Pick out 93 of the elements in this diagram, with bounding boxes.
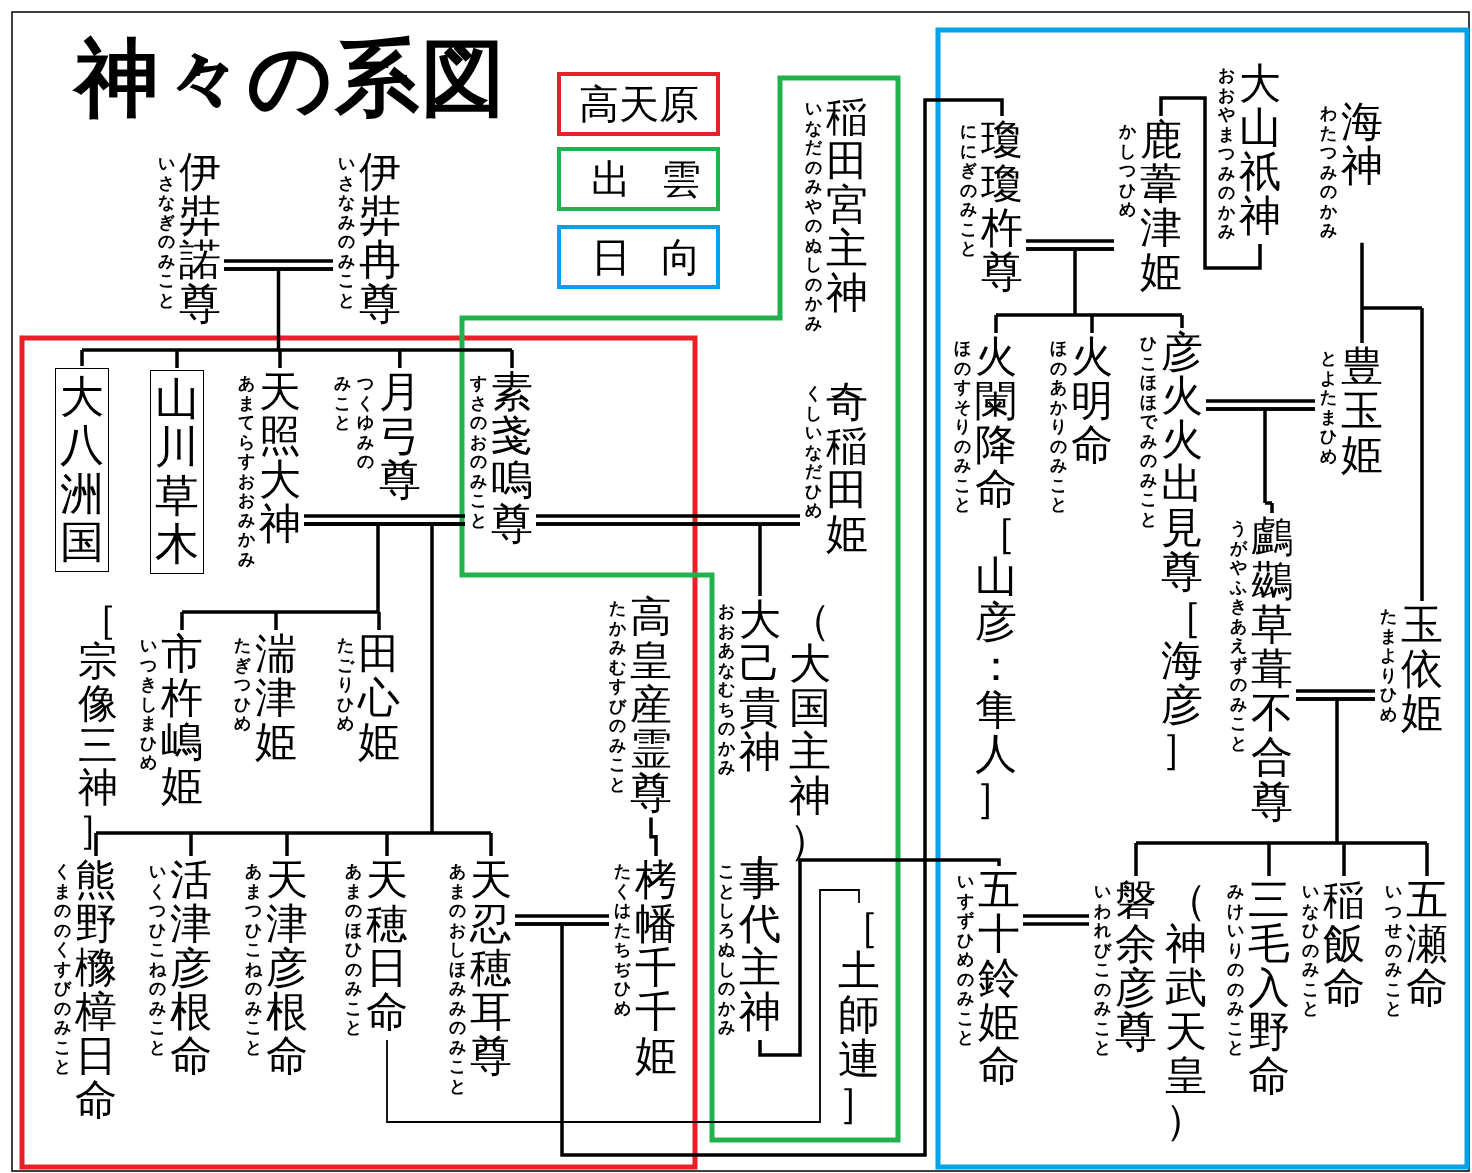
- reading-text: いなひのみこと: [1302, 882, 1319, 1019]
- reading-text: うがやふきあえずのみこと: [1230, 519, 1247, 754]
- reading-text: みけいりののみこと: [1227, 882, 1244, 1058]
- deity-name: 市杵嶋姫: [161, 632, 203, 809]
- reading-text: ににぎのみこと: [960, 122, 977, 259]
- lineage-line: [758, 856, 762, 865]
- lineage-line: [94, 522, 493, 858]
- legend-item: 出雲: [557, 147, 720, 211]
- marriage-line: [1021, 914, 1091, 926]
- deity-name: 活津彦根命: [170, 858, 212, 1079]
- reading-text: いつせのみこと: [1385, 882, 1402, 1019]
- reading-text: おおやまつみのかみ: [1218, 66, 1235, 242]
- reading-text: くまののくすびのみこと: [54, 862, 71, 1077]
- reading-text: あまてらすおおみかみ: [238, 374, 255, 570]
- deity-name: 稲飯命: [1323, 878, 1365, 1011]
- legend-item: 日向: [557, 225, 720, 289]
- deity-name: 伊弉冉尊: [359, 150, 401, 327]
- deity-name: 湍津姫: [255, 632, 297, 765]
- reading-text: たまよりひめ: [1380, 607, 1397, 725]
- alias-text: ［海彦］: [1161, 594, 1203, 771]
- deity-name: 鸕鷀草葺不合尊: [1251, 515, 1293, 824]
- deity-name: 五十鈴姫命: [978, 868, 1020, 1089]
- deity-name: 伊弉諾尊: [179, 150, 221, 327]
- deity-name: 玉依姫: [1401, 603, 1443, 736]
- name-box: 山川草木: [150, 370, 204, 574]
- deity-name: 田心姫: [358, 632, 400, 765]
- reading-text: あまつひこねのみこと: [245, 862, 262, 1058]
- reading-text: いすずひめのみこと: [957, 872, 974, 1048]
- deity-name: 磐余彦尊: [1115, 878, 1157, 1055]
- reading-text: とよたまひめ: [1320, 349, 1337, 467]
- legend-item: 高天原: [557, 72, 720, 136]
- deity-name: 三毛入野命: [1248, 878, 1290, 1099]
- lineage-line: [649, 817, 658, 856]
- deity-name: 瓊瓊杵尊: [981, 118, 1023, 295]
- lineage-line: [534, 522, 802, 598]
- reading-text: いくつひこねのみこと: [149, 862, 166, 1058]
- group-label: ［宗像三神］: [78, 598, 118, 850]
- deity-name: 彦火火出見尊: [1161, 330, 1203, 595]
- reading-text: あまのほひのみこと: [345, 862, 362, 1038]
- deity-name: 鹿葦津姫: [1140, 118, 1182, 295]
- deity-name: 月弓尊: [378, 370, 421, 503]
- reading-text: くしいなだひめ: [805, 384, 822, 521]
- deity-name: 火明命: [1071, 335, 1113, 468]
- deity-name: 大己貴神: [739, 598, 781, 775]
- deity-name: 天穂日命: [366, 858, 408, 1035]
- reading-text: ほのすそりのみこと: [954, 339, 971, 515]
- deity-name: 熊野櫲樟日命: [75, 858, 117, 1123]
- reading-text: たぎつひめ: [234, 636, 251, 734]
- reading-text: あまのおしほみみのみこと: [449, 862, 466, 1097]
- deity-name: 素戔嗚尊: [491, 370, 533, 547]
- name-box: 大八洲国: [55, 368, 109, 572]
- deity-name: 奇稲田姫: [826, 380, 868, 557]
- lineage-line: [1134, 697, 1429, 878]
- deity-name: 天津彦根命: [266, 858, 308, 1079]
- lineage-line: [1159, 96, 1262, 270]
- deity-name: 天照大神: [259, 370, 301, 547]
- deity-name: 稲田宮主神: [826, 95, 868, 316]
- deity-name: ［土師連］: [838, 905, 880, 1126]
- deity-name: 大山祇神: [1239, 62, 1281, 239]
- deity-name: 天忍穂耳尊: [470, 858, 512, 1079]
- deity-name: 事代主神: [739, 858, 781, 1035]
- lineage-line: [513, 98, 1004, 1157]
- reading-text: たかみむすびのみこと: [609, 599, 626, 795]
- alias-text: ［山彦：隼人］: [975, 511, 1017, 821]
- deity-name: 海神: [1341, 100, 1383, 189]
- lineage-line: [80, 267, 514, 370]
- lineage-line: [758, 858, 1001, 1057]
- alias-text: （大国主神）: [789, 598, 831, 863]
- lineage-line: [386, 889, 860, 1123]
- reading-text: いさなぎのみこと: [158, 154, 175, 311]
- reading-text: かしつひめ: [1119, 122, 1136, 220]
- reading-text: つくゆみのみこと: [334, 374, 375, 474]
- reading-text: いわれびこのみこと: [1094, 882, 1111, 1058]
- reading-text: おおあなむちのかみ: [718, 602, 735, 778]
- reading-text: ことしろぬしのかみ: [718, 862, 735, 1038]
- deity-name: 火闌降命: [975, 335, 1017, 512]
- deity-name: 栲幡千千姫: [635, 858, 677, 1079]
- reading-text: ほのあかりのみこと: [1050, 339, 1067, 515]
- lineage-line: [994, 247, 1184, 335]
- deity-name: 豊玉姫: [1341, 345, 1383, 478]
- reading-text: ひこほほでみのみこと: [1140, 334, 1157, 530]
- lineage-line: [1360, 241, 1424, 603]
- alias-text: （神武天皇）: [1165, 878, 1207, 1143]
- reading-text: いつきしまひめ: [140, 636, 157, 773]
- lineage-line: [1204, 407, 1317, 515]
- reading-text: いなだのみやのぬしのかみ: [805, 99, 822, 334]
- reading-text: たごりひめ: [337, 636, 354, 734]
- deity-name: 高皇産霊尊: [630, 595, 672, 816]
- reading-text: たくはたちぢひめ: [614, 862, 631, 1019]
- reading-text: わたつみのかみ: [1320, 104, 1337, 241]
- reading-text: いさなみのみこと: [338, 154, 355, 311]
- reading-text: すさのおのみこと: [470, 374, 487, 531]
- deity-name: 五瀬命: [1406, 878, 1448, 1011]
